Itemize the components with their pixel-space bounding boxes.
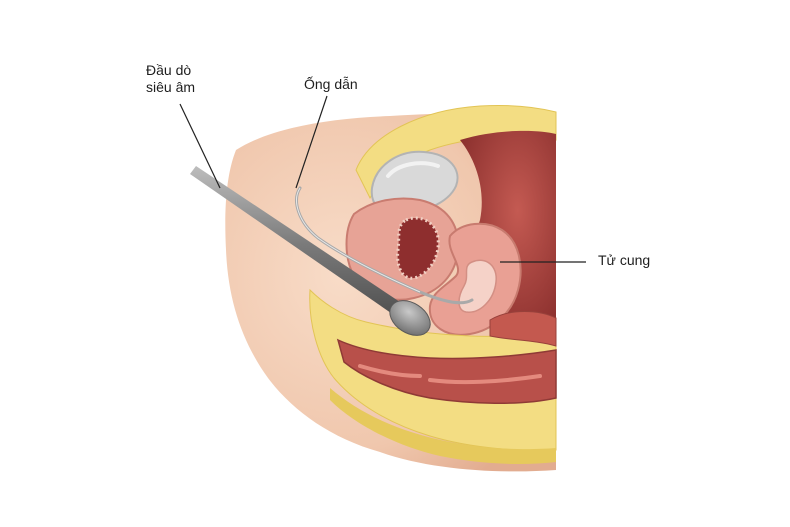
rectum (336, 338, 557, 404)
uterine-cavity (458, 259, 497, 313)
probe-leader-line (179, 103, 221, 189)
catheter-tube-highlight (296, 187, 421, 293)
bladder-highlight (386, 161, 440, 178)
tube-leader-line (295, 95, 328, 189)
probe-label-line1: Đầu dò (146, 62, 192, 78)
probe-shaft (190, 166, 412, 322)
probe-label-line2: siêu âm (146, 79, 196, 95)
cervical-canal (396, 216, 440, 280)
rectum-folds (358, 364, 542, 385)
tube-label: Ống dẫn (304, 76, 358, 92)
probe-label: Đầu dò siêu âm (146, 62, 216, 96)
sacrum-band (330, 388, 556, 464)
intestine-loops (489, 311, 557, 347)
probe-head (389, 300, 431, 336)
uterus-label: Tử cung (598, 252, 651, 268)
